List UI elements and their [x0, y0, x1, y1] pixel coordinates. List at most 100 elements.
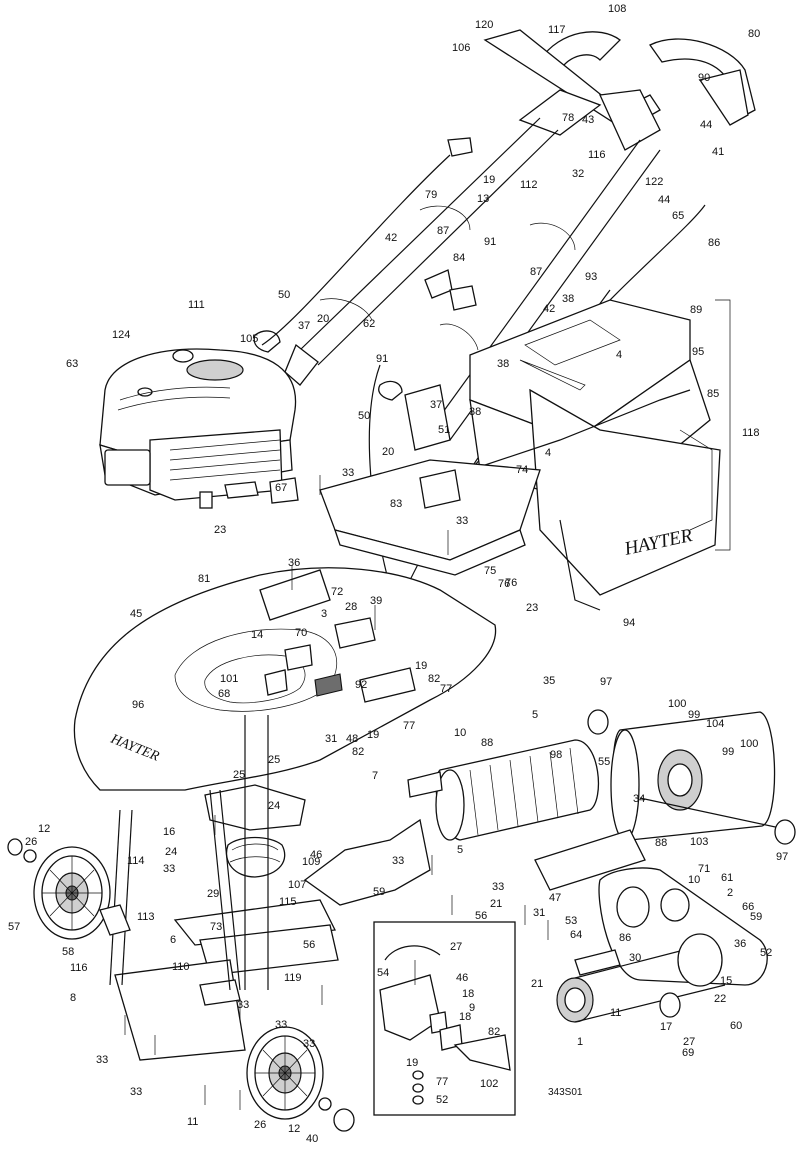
part-number-91: 91: [376, 353, 388, 365]
part-number-1: 1: [577, 1036, 583, 1048]
mower-deck: HAYTER: [73, 567, 497, 791]
part-number-7: 7: [372, 770, 378, 782]
part-number-115: 115: [279, 896, 297, 908]
front-wheel-left: [33, 846, 111, 940]
part-number-36: 36: [734, 938, 746, 950]
part-number-116: 116: [70, 962, 88, 974]
part-number-56: 56: [303, 939, 315, 951]
part-number-62: 62: [363, 318, 375, 330]
part-number-59: 59: [373, 886, 385, 898]
part-number-40: 40: [306, 1133, 318, 1145]
part-number-46: 46: [310, 849, 322, 861]
grass-collector: HAYTER: [469, 299, 731, 611]
part-number-20: 20: [382, 446, 394, 458]
part-number-86: 86: [619, 932, 631, 944]
part-number-22: 22: [714, 993, 726, 1005]
part-number-20: 20: [317, 313, 329, 325]
part-number-60: 60: [730, 1020, 742, 1032]
part-number-73: 73: [210, 921, 222, 933]
part-number-45: 45: [130, 608, 142, 620]
part-number-33: 33: [303, 1038, 315, 1050]
part-number-53: 53: [565, 915, 577, 927]
part-number-52: 52: [760, 947, 772, 959]
part-number-83: 83: [390, 498, 402, 510]
part-number-42: 42: [385, 232, 397, 244]
part-number-30: 30: [629, 952, 641, 964]
drawing-code: 343S01: [548, 1087, 583, 1098]
part-number-75: 75: [484, 565, 496, 577]
part-number-26: 26: [25, 836, 37, 848]
part-number-37: 37: [430, 399, 442, 411]
part-number-12: 12: [38, 823, 50, 835]
part-number-120: 120: [475, 19, 493, 31]
part-number-8: 8: [70, 992, 76, 1004]
part-number-56: 56: [475, 910, 487, 922]
part-number-51: 51: [438, 424, 450, 436]
part-number-97: 97: [776, 851, 788, 863]
part-number-55: 55: [598, 756, 610, 768]
part-number-33: 33: [456, 515, 468, 527]
part-number-95: 95: [692, 346, 704, 358]
part-number-27: 27: [450, 941, 462, 953]
part-number-81: 81: [198, 573, 210, 585]
part-number-9: 9: [469, 1002, 475, 1014]
part-number-33: 33: [96, 1054, 108, 1066]
part-number-28: 28: [345, 601, 357, 613]
part-number-5: 5: [532, 709, 538, 721]
part-number-76: 76: [498, 578, 510, 590]
part-number-79: 79: [425, 189, 437, 201]
part-number-52: 52: [436, 1094, 448, 1106]
part-number-23: 23: [526, 602, 538, 614]
part-number-85: 85: [707, 388, 719, 400]
part-number-33: 33: [275, 1019, 287, 1031]
part-number-101: 101: [220, 673, 238, 685]
part-number-88: 88: [481, 737, 493, 749]
handle-assembly: [253, 29, 756, 606]
part-number-32: 32: [572, 168, 584, 180]
part-number-104: 104: [706, 718, 724, 730]
part-number-41: 41: [712, 146, 724, 158]
part-number-33: 33: [392, 855, 404, 867]
part-number-117: 117: [548, 24, 566, 36]
part-number-50: 50: [358, 410, 370, 422]
detail-inset-parts: [379, 945, 511, 1105]
part-number-111: 111: [188, 299, 205, 311]
fasteners: [124, 475, 549, 1110]
part-number-84: 84: [453, 252, 465, 264]
fuel-cap-decal: [186, 359, 244, 381]
part-number-108: 108: [608, 3, 626, 15]
part-number-44: 44: [700, 119, 712, 131]
part-number-18: 18: [459, 1011, 471, 1023]
rear-roller: [407, 709, 796, 845]
part-number-103: 103: [690, 836, 708, 848]
part-number-87: 87: [437, 225, 449, 237]
part-number-113: 113: [137, 911, 155, 923]
part-number-124: 124: [112, 329, 130, 341]
part-number-96: 96: [132, 699, 144, 711]
part-number-57: 57: [8, 921, 20, 933]
part-number-46: 46: [456, 972, 468, 984]
part-number-119: 119: [284, 972, 302, 984]
part-number-102: 102: [480, 1078, 498, 1090]
part-number-11: 11: [187, 1116, 198, 1128]
part-number-112: 112: [520, 179, 538, 191]
part-number-99: 99: [688, 709, 700, 721]
part-number-122: 122: [645, 176, 663, 188]
part-number-59: 59: [750, 911, 762, 923]
part-number-88: 88: [655, 837, 667, 849]
part-number-19: 19: [406, 1057, 418, 1069]
part-number-77: 77: [436, 1076, 448, 1088]
engine: [99, 348, 299, 509]
part-number-118: 118: [742, 427, 760, 439]
part-number-90: 90: [698, 72, 710, 84]
part-number-67: 67: [275, 482, 287, 494]
part-number-5: 5: [457, 844, 463, 856]
part-number-13: 13: [477, 193, 489, 205]
part-number-14: 14: [251, 629, 263, 641]
part-number-54: 54: [377, 967, 389, 979]
part-number-48: 48: [346, 733, 358, 745]
part-number-33: 33: [342, 467, 354, 479]
part-number-74: 74: [516, 464, 528, 476]
